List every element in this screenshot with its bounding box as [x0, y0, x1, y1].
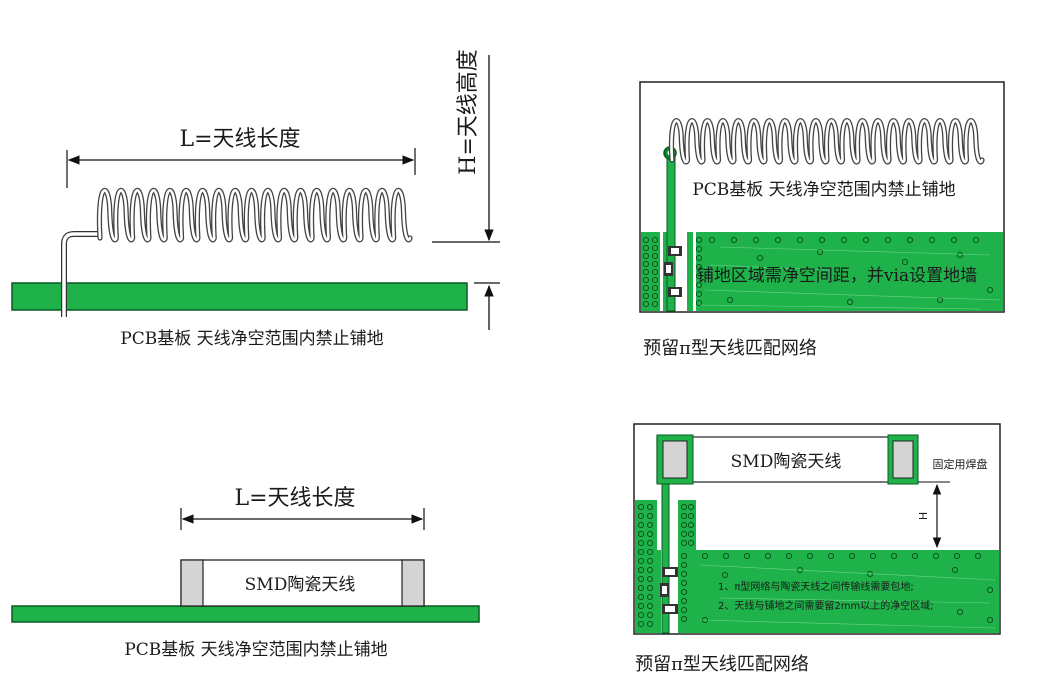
helical-antenna-coil-top: [668, 118, 985, 165]
note-2: 2、天线与铺地之间需要留2mm以上的净空区域;: [718, 599, 934, 612]
ground-texture: [699, 246, 1001, 310]
ground-feed-left: [657, 550, 661, 633]
ceramic-pad-right: [401, 559, 425, 607]
ground-left: [635, 500, 657, 633]
ceramic-pad-left: [180, 559, 204, 607]
ground-texture: [699, 564, 996, 629]
note-1: 1、π型网络与陶瓷天线之间传输线需要包地;: [718, 580, 914, 593]
pcb-board: [11, 282, 468, 311]
pi-network: [664, 246, 682, 297]
ground-vias: [642, 236, 994, 308]
helical-antenna-coil: [96, 187, 413, 243]
caption-br: 预留π型天线匹配网络: [635, 654, 809, 675]
board-text: PCB基板 天线净空范围内禁止铺地: [692, 180, 955, 200]
feed-ground-right: [687, 232, 693, 311]
pad-label: 固定用焊盘: [933, 457, 988, 471]
panel-ceramic-top-view: SMD陶瓷天线 固定用焊盘 H 1、π型网络与陶瓷天线之间传输线需要包地; 2、…: [633, 423, 1001, 675]
chip-pad-right: [892, 440, 914, 479]
length-label: L=天线长度: [179, 127, 300, 152]
ground-vias: [637, 503, 994, 628]
chip-label: SMD陶瓷天线: [731, 452, 842, 472]
caption-tr: 预留π型天线匹配网络: [643, 338, 817, 359]
pi-network: [660, 567, 678, 614]
panel-helical-top-view: PCB基板 天线净空范围内禁止铺地 铺地区域需净空间距，并via设置地墙 预留π…: [639, 81, 1005, 359]
ground-text: 铺地区域需净空间距，并via设置地墙: [697, 266, 977, 286]
length-label: L=天线长度: [234, 486, 355, 511]
pcb-board: [11, 605, 480, 623]
panel-ceramic-side-view: SMD陶瓷天线 L=天线长度 PCB基板 天线净空范围内禁止铺地: [11, 486, 480, 660]
chip-label: SMD陶瓷天线: [245, 575, 356, 595]
caption-tl: PCB基板 天线净空范围内禁止铺地: [120, 329, 383, 349]
panel-helical-side-view: L=天线长度 H=天线高度 PCB基板 天线净空范围内禁止铺地: [11, 49, 500, 349]
chip-pad-left: [662, 440, 688, 479]
caption-bl: PCB基板 天线净空范围内禁止铺地: [124, 640, 387, 660]
ground-main: [678, 550, 999, 633]
h-label: H: [917, 512, 930, 520]
height-label: H=天线高度: [456, 49, 481, 175]
